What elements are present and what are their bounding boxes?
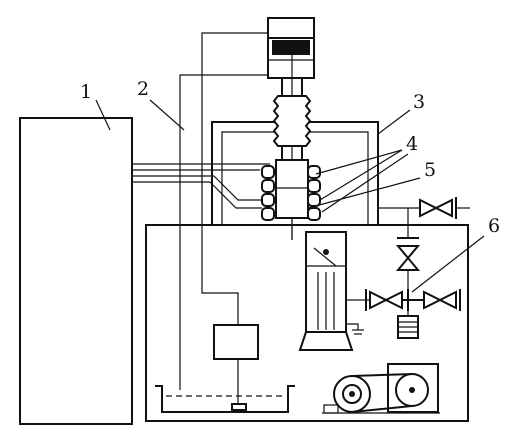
filter-stack [397, 310, 419, 339]
mechanical-pump [322, 363, 440, 414]
wire-lines [179, 32, 268, 390]
feed-tubes [132, 163, 270, 209]
base-enclosure [145, 224, 469, 422]
top-valve-line [378, 197, 470, 219]
cabinet [19, 117, 133, 425]
label-3: 3 [413, 91, 425, 113]
bellows [272, 95, 312, 147]
control-box [213, 324, 259, 360]
leader-lines [95, 99, 485, 293]
crucible [275, 159, 309, 240]
label-4: 4 [406, 133, 418, 155]
valve-manifold [362, 289, 461, 311]
top-drive [267, 17, 315, 79]
label-6: 6 [488, 215, 500, 237]
label-1: 1 [80, 81, 92, 103]
label-5: 5 [424, 159, 436, 181]
water-tray [155, 385, 295, 413]
label-2: 2 [137, 78, 149, 100]
diffusion-pump [298, 231, 364, 351]
vertical-valve [395, 208, 421, 300]
